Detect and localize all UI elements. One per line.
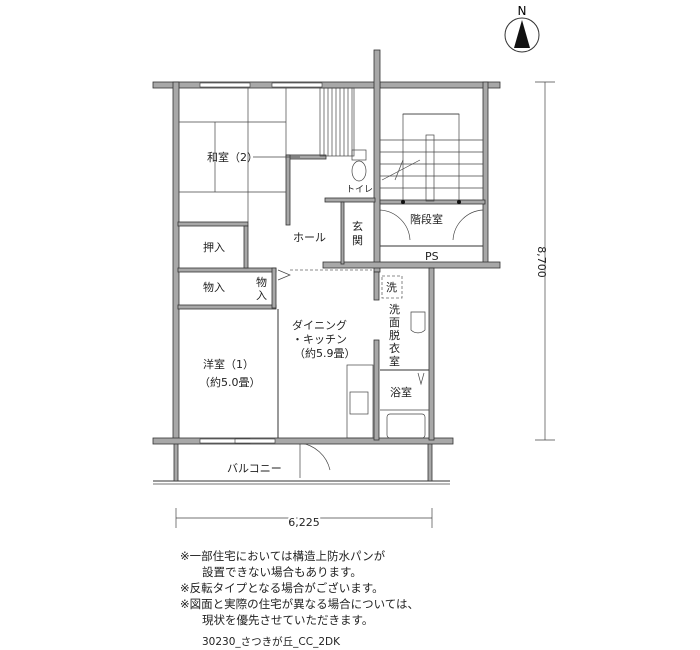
room-size-yoshitsu: （約5.0畳） xyxy=(199,375,261,389)
bathtub xyxy=(386,413,426,439)
wash-basin xyxy=(410,311,426,334)
balcony-door[interactable] xyxy=(299,442,331,478)
label-washer: 洗 xyxy=(386,281,397,294)
north-label: N xyxy=(518,4,527,18)
dimension-height: 8,700 xyxy=(535,81,555,441)
note-line: ※図面と実際の住宅が異なる場合については、 xyxy=(180,597,420,611)
room-label-dk-1: ダイニング xyxy=(292,318,347,332)
room-label-ps: PS xyxy=(425,250,439,263)
tatami-lines xyxy=(179,88,287,222)
staircase xyxy=(379,113,484,247)
room-label-senmen-5: 室 xyxy=(389,354,400,368)
plan-code: 30230_さつきが丘_CC_2DK xyxy=(202,636,340,648)
room-label-monoire2-1: 物 xyxy=(256,275,267,289)
kitchen-counter[interactable] xyxy=(346,364,374,439)
north-arrow-icon: N xyxy=(504,4,540,53)
room-label-bath: 浴室 xyxy=(390,385,412,399)
notes: ※一部住宅においては構造上防水パンが 設置できない場合もあります。 ※反転タイプ… xyxy=(180,548,419,628)
room-label-monoire: 物入 xyxy=(203,280,225,294)
room-label-monoire2-2: 入 xyxy=(256,289,267,302)
room-label-balcony: バルコニー xyxy=(227,462,282,475)
dimension-width: 6,225 xyxy=(175,508,433,531)
room-label-senmen-2: 面 xyxy=(389,316,400,329)
room-label-genkan-2: 関 xyxy=(352,234,363,247)
room-label-senmen-1: 洗 xyxy=(389,303,400,316)
stair-door-right[interactable] xyxy=(452,209,484,241)
dimension-height-label: 8,700 xyxy=(535,246,548,278)
walls xyxy=(152,49,501,445)
note-line: ※反転タイプとなる場合がございます。 xyxy=(180,581,384,595)
windows xyxy=(199,82,323,444)
stair-door-left[interactable] xyxy=(379,204,411,245)
room-label-stairs: 階段室 xyxy=(410,212,443,226)
room-label-toilet: トイレ xyxy=(346,185,373,195)
room-label-dk-2: ・キッチン xyxy=(292,333,347,346)
door-mark xyxy=(277,269,291,281)
room-label-yoshitsu: 洋室（1） xyxy=(203,357,254,371)
balcony xyxy=(153,442,450,485)
room-label-senmen-3: 脱 xyxy=(389,328,400,342)
room-size-dk: （約5.9畳） xyxy=(294,346,356,360)
note-line: 現状を優先させていただきます。 xyxy=(202,613,374,627)
room-label-genkan-1: 玄 xyxy=(352,219,363,233)
dimension-width-label: 6,225 xyxy=(288,516,320,529)
note-line: ※一部住宅においては構造上防水パンが xyxy=(180,549,386,563)
room-label-hall: ホール xyxy=(293,231,326,244)
toilet-fixture xyxy=(351,149,367,182)
room-label-senmen-4: 衣 xyxy=(389,341,400,355)
entrance-steps xyxy=(319,87,355,157)
washer-space xyxy=(381,275,403,299)
room-label-oshiire: 押入 xyxy=(203,240,225,254)
room-label-washitsu: 和室（2） xyxy=(207,150,258,164)
note-line: 設置できない場合もあります。 xyxy=(202,565,362,579)
